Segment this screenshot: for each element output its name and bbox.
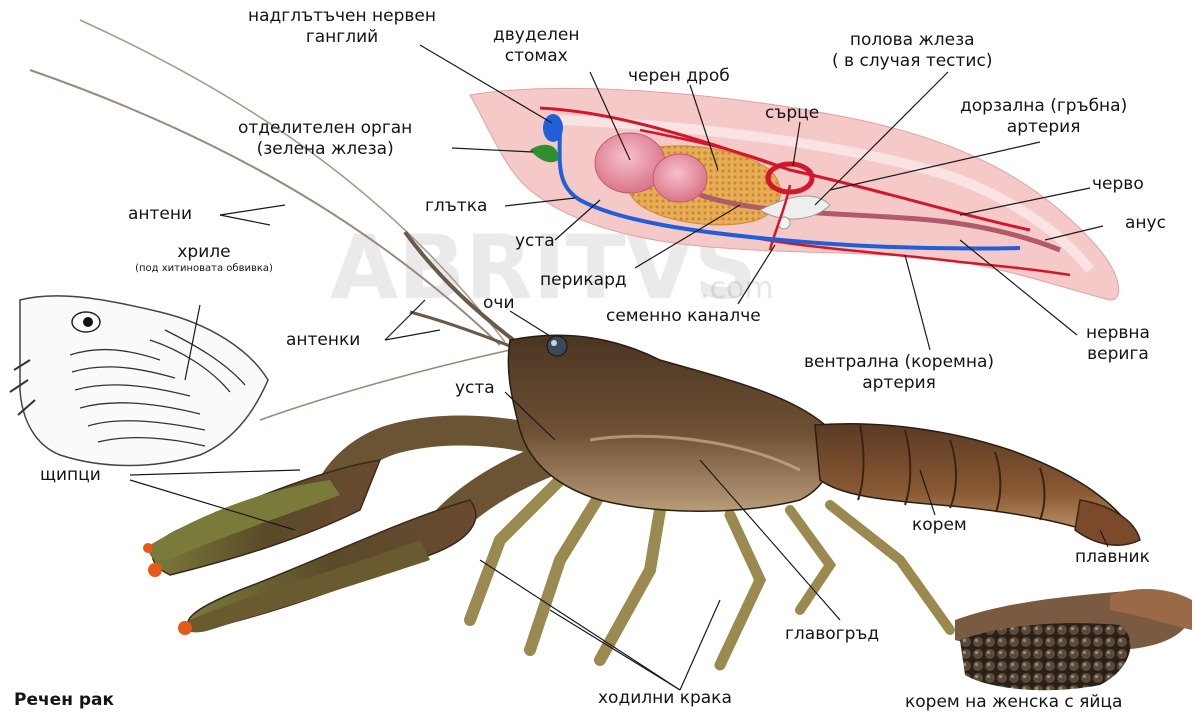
crayfish-eye-shine bbox=[551, 340, 557, 346]
label-mouth-top: уста bbox=[515, 231, 555, 252]
label-gills-note: (под хитиновата обвивка) bbox=[104, 263, 304, 275]
label-gills: хриле (под хитиновата обвивка) bbox=[104, 242, 304, 275]
label-nerve-chain-line2: верига bbox=[1086, 344, 1150, 365]
crayfish-eye bbox=[547, 336, 567, 356]
label-gills-main: хриле bbox=[104, 242, 304, 263]
label-dorsal-artery-line2: артерия bbox=[960, 117, 1127, 138]
walking-leg-5 bbox=[790, 510, 830, 610]
egg-cluster bbox=[960, 623, 1130, 690]
label-gonad-line1: полова жлеза bbox=[832, 30, 992, 51]
gill-sketch-pupil bbox=[83, 317, 93, 327]
label-heart: сърце bbox=[765, 103, 819, 124]
label-pericardium: перикард bbox=[540, 270, 627, 291]
label-dorsal-artery: дорзална (гръбна) артерия bbox=[960, 96, 1127, 138]
label-stomach-line1: двуделен bbox=[493, 25, 580, 46]
label-stomach-line2: стомах bbox=[493, 46, 580, 67]
claw-tip-1 bbox=[148, 563, 162, 577]
label-supra-ganglion-line1: надглътъчен нервен bbox=[248, 6, 436, 27]
label-excretory-organ: отделителен орган (зелена жлеза) bbox=[238, 118, 412, 160]
label-walking-legs: ходилни крака bbox=[598, 688, 732, 709]
label-tail-fin: плавник bbox=[1075, 547, 1150, 568]
label-claws: щипци bbox=[40, 465, 101, 486]
label-ventral-artery-line1: вентрална (коремна) bbox=[804, 352, 994, 373]
label-nerve-chain-line1: нервна bbox=[1086, 323, 1150, 344]
label-nerve-chain: нервна верига bbox=[1086, 323, 1150, 365]
label-cephalothorax: главогръд bbox=[785, 624, 879, 645]
label-liver: черен дроб bbox=[628, 66, 730, 87]
label-excretory-line1: отделителен орган bbox=[238, 118, 412, 139]
label-dorsal-artery-line1: дорзална (гръбна) bbox=[960, 96, 1127, 117]
label-female-abdomen: корем на женска с яйца bbox=[905, 692, 1122, 713]
label-anus: анус bbox=[1125, 213, 1166, 234]
supraesophageal-ganglion bbox=[543, 114, 563, 142]
watermark-suffix: .com bbox=[700, 271, 774, 306]
label-gut: черво bbox=[1092, 174, 1144, 195]
gill-head-outline bbox=[20, 296, 268, 466]
label-abdomen: корем bbox=[912, 515, 967, 536]
label-excretory-line2: (зелена жлеза) bbox=[238, 139, 412, 160]
gill-sketch bbox=[10, 296, 268, 466]
label-ventral-artery: вентрална (коремна) артерия bbox=[804, 352, 994, 394]
label-gonad: полова жлеза ( в случая тестис) bbox=[832, 30, 992, 72]
figure-title: Речен рак bbox=[14, 690, 114, 711]
claw-tip-2 bbox=[178, 621, 192, 635]
label-eyes: очи bbox=[483, 293, 515, 314]
label-stomach: двуделен стомах bbox=[493, 25, 580, 67]
label-ventral-artery-line2: артерия bbox=[804, 373, 994, 394]
label-supra-ganglion-line2: ганглий bbox=[248, 27, 436, 48]
female-abdomen-eggs-photo bbox=[955, 589, 1192, 690]
label-seminal-duct: семенно каналче bbox=[606, 306, 761, 327]
label-pharynx: глътка bbox=[425, 196, 487, 217]
claw-tip-3 bbox=[143, 543, 153, 553]
label-antennae: антени bbox=[128, 204, 192, 225]
label-antennules: антенки bbox=[286, 330, 360, 351]
walking-leg-3 bbox=[600, 510, 660, 660]
label-mouth-bottom: уста bbox=[455, 378, 495, 399]
stomach-rear-shape bbox=[653, 154, 707, 202]
walking-leg-2 bbox=[530, 495, 600, 650]
walking-leg-4 bbox=[720, 515, 760, 665]
label-gonad-line2: ( в случая тестис) bbox=[832, 51, 992, 72]
label-supra-ganglion: надглътъчен нервен ганглий bbox=[248, 6, 436, 48]
